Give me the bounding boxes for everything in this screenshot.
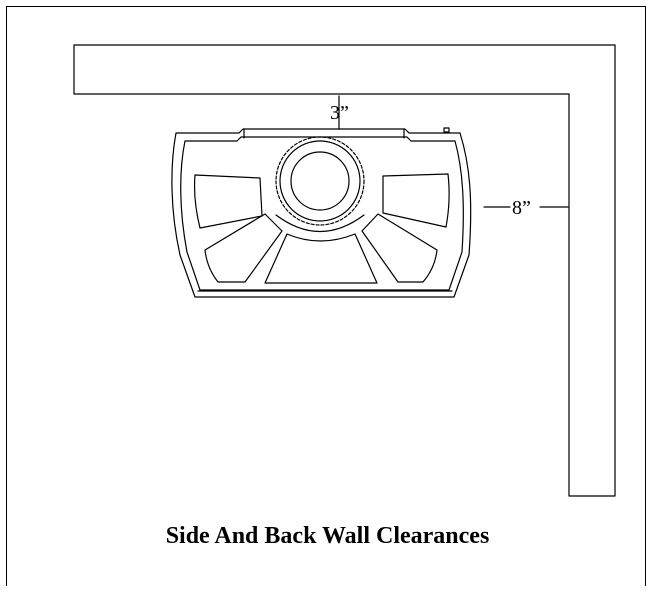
flue-gear-ring: [275, 136, 365, 226]
stove-outer-body: [171, 128, 472, 298]
stove-inner-bevel: [180, 136, 464, 291]
flue-collar-outer: [279, 140, 361, 222]
window-center-front: [264, 233, 378, 284]
wall-corner: [73, 44, 616, 497]
back-knob: [443, 127, 450, 133]
back-clearance-label: 3”: [330, 102, 349, 124]
window-right-lower: [361, 213, 438, 283]
window-left-lower: [204, 213, 283, 283]
flue-collar-inner: [290, 151, 350, 211]
window-left-upper: [193, 174, 263, 229]
stove-top-view: [171, 127, 472, 298]
diagram-caption: Side And Back Wall Clearances: [165, 523, 490, 549]
window-right-upper: [382, 173, 450, 228]
collar-arc: [275, 214, 365, 232]
side-clearance-label: 8”: [512, 197, 531, 219]
diagram-frame: [6, 6, 646, 586]
